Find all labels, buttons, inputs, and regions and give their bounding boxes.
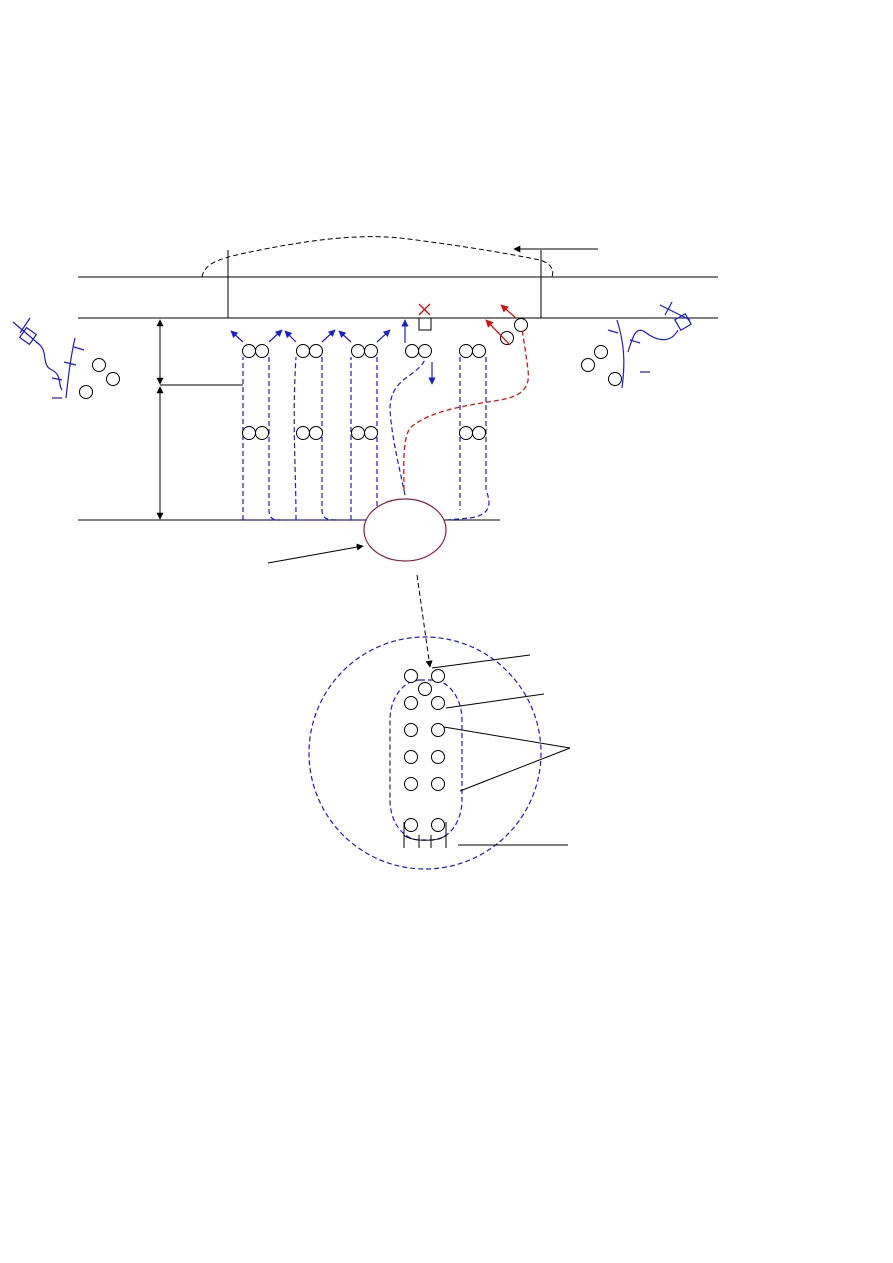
blue-path-to-exit <box>389 357 426 496</box>
particle-pairs <box>242 318 528 440</box>
zoom-inner-capsule <box>389 679 463 841</box>
reference-lines <box>78 250 718 521</box>
top-dashed-arc <box>201 236 554 278</box>
zoom-leader-lines <box>431 654 571 846</box>
source-ellipse <box>363 498 447 562</box>
ellipse-pointer-arrow <box>267 543 364 564</box>
blue-escape-arrows <box>230 319 436 385</box>
blocked-exit <box>418 303 432 331</box>
zoom-connector <box>416 574 433 668</box>
zoom-detail <box>308 636 542 870</box>
red-arrow-left <box>485 319 511 346</box>
red-arrow-up <box>500 304 517 319</box>
blue-dashed-loops <box>242 356 490 521</box>
zoom-particles <box>404 669 445 832</box>
red-dashed-path <box>403 329 530 491</box>
left-side-sketch <box>12 317 120 399</box>
zoom-bottom-bracket <box>403 822 447 848</box>
zoom-circle <box>308 636 542 870</box>
right-side-sketch <box>581 301 693 389</box>
dimension-arrows <box>156 319 243 520</box>
